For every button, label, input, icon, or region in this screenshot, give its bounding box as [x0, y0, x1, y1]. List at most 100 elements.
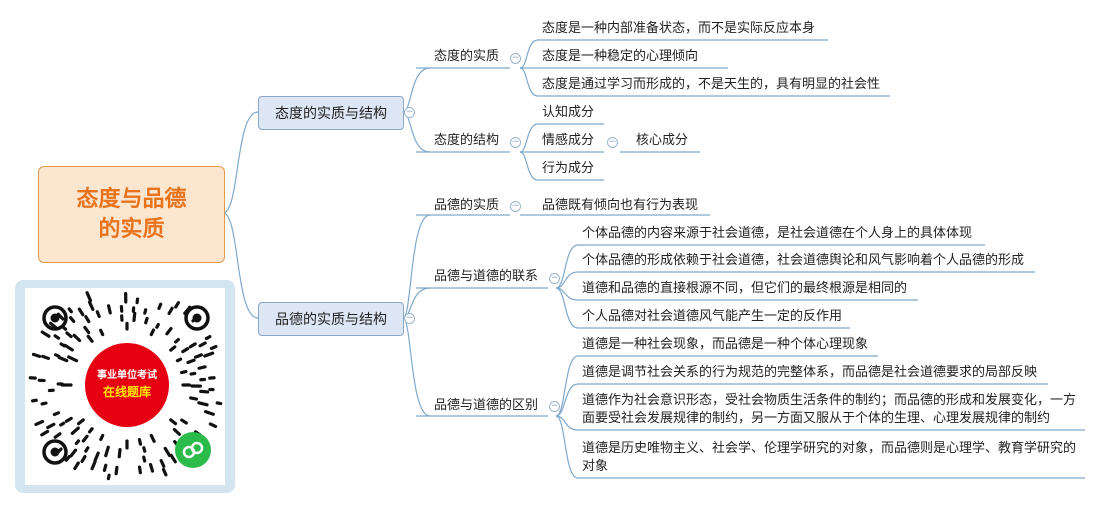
qr-module	[163, 446, 172, 458]
branch-attitude[interactable]: 态度的实质与结构	[258, 96, 404, 130]
qr-module	[149, 328, 156, 337]
qr-module	[144, 316, 149, 325]
qr-module	[180, 418, 188, 425]
leaf-item: 个体品德的形成依赖于社会道德，社会道德舆论和风气影响着个人品德的形成	[582, 253, 1025, 268]
qr-module	[142, 446, 147, 453]
collapse-toggle-icon[interactable]: −	[510, 137, 521, 148]
leaf-item: 行为成分	[542, 161, 595, 176]
collapse-toggle-icon[interactable]: −	[404, 107, 415, 118]
collapse-toggle-icon[interactable]: −	[607, 137, 618, 148]
qr-module	[90, 460, 97, 471]
qr-module	[161, 467, 168, 477]
qr-module	[68, 316, 76, 323]
badge-line1: 事业单位考试	[97, 370, 157, 381]
qr-module	[104, 445, 110, 458]
leaf-item: 道德是一种社会现象，而品德是一种个体心理现象	[582, 337, 869, 352]
qr-module	[77, 307, 85, 317]
qr-module	[99, 328, 105, 337]
leaf-item: 道德是历史唯物主义、社会学、伦理学研究的对象，而品德则是心理学、教育学研究的对象	[582, 441, 1077, 474]
qr-module	[52, 411, 61, 417]
qr-module	[56, 312, 65, 321]
leaf-item: 态度是一种内部准备状态，而不是实际反应本身	[542, 21, 816, 36]
qr-module	[70, 426, 80, 435]
leaf-item: 个人品德对社会道德风气能产生一定的反作用	[582, 309, 843, 324]
collapse-toggle-icon[interactable]: −	[549, 401, 560, 412]
qr-module	[95, 310, 101, 319]
qr-module	[59, 421, 66, 427]
mini-program-icon	[175, 432, 211, 468]
qr-module	[179, 369, 188, 375]
branch-label: 态度的实质与结构	[275, 106, 387, 122]
qr-module	[188, 342, 197, 349]
qr-module	[199, 389, 210, 394]
qr-module	[41, 354, 50, 360]
sub-node-morality-essence[interactable]: 品德的实质	[434, 198, 500, 213]
qr-finder-dot	[50, 313, 60, 323]
leaf-item: 品德既有倾向也有行为表现	[542, 198, 699, 213]
sub-node-morality-difference[interactable]: 品德与道德的区别	[434, 398, 539, 413]
qr-module	[208, 422, 218, 429]
qr-module	[67, 307, 73, 314]
qr-module	[197, 401, 209, 407]
qr-module	[69, 448, 78, 458]
collapse-toggle-icon[interactable]: −	[549, 273, 560, 284]
badge-line2: 在线题库	[102, 385, 151, 399]
qr-module	[174, 301, 181, 309]
qr-module	[88, 427, 94, 434]
qr-module	[137, 437, 143, 446]
qr-finder	[184, 305, 210, 331]
qr-module	[169, 418, 178, 426]
sub-node-attitude-essence[interactable]: 态度的实质	[434, 49, 500, 64]
qr-code: 事业单位考试 在线题库	[25, 288, 225, 485]
branch-morality[interactable]: 品德的实质与结构	[258, 302, 404, 336]
connector-root-branch1	[222, 111, 259, 214]
qr-module	[46, 422, 56, 430]
leaf-item: 态度是一种稳定的心理倾向	[542, 49, 699, 64]
qr-module	[74, 439, 81, 446]
qr-finder-dot	[192, 313, 202, 323]
qr-module	[174, 338, 180, 344]
qr-module	[106, 473, 111, 481]
connector-root-branch2	[222, 212, 259, 319]
leaf-item: 态度是通过学习而形成的，不是天生的，具有明显的社会性	[542, 77, 881, 92]
collapse-toggle-icon[interactable]: −	[510, 53, 521, 64]
qr-code-card[interactable]: 事业单位考试 在线题库	[15, 280, 235, 493]
qr-module	[93, 451, 100, 463]
connector-b2-sub3	[402, 317, 431, 417]
qr-finder	[42, 439, 68, 465]
collapse-toggle-icon[interactable]: −	[510, 201, 521, 212]
qr-badge: 事业单位考试 在线题库	[85, 343, 169, 427]
qr-module	[53, 334, 61, 340]
qr-module	[65, 331, 73, 339]
leaf-item: 道德作为社会意识形态，受社会物质生活条件的制约；而品德的形成和发展变化，一方面要…	[582, 393, 1077, 426]
qr-module	[186, 358, 196, 365]
qr-module	[86, 334, 94, 343]
leaf-item: 道德是调节社会关系的行为规范的完整体系，而品德是社会道德要求的局部反映	[582, 365, 1038, 380]
qr-module	[72, 333, 82, 343]
connector-b2-sub1	[402, 214, 431, 319]
qr-module	[175, 357, 183, 363]
qr-module	[54, 353, 61, 358]
qr-module	[53, 432, 62, 439]
qr-module	[159, 459, 166, 468]
sub-node-morality-link[interactable]: 品德与道德的联系	[434, 269, 539, 284]
sub-node-attitude-structure[interactable]: 态度的结构	[434, 133, 500, 148]
root-title: 态度与品德 的实质	[76, 186, 187, 242]
branch-label: 品德的实质与结构	[275, 312, 387, 328]
qr-module	[157, 302, 163, 310]
root-node[interactable]: 态度与品德 的实质	[38, 166, 225, 263]
qr-module	[40, 429, 50, 437]
qr-finder	[42, 305, 68, 331]
qr-module	[30, 398, 38, 403]
qr-module	[31, 352, 42, 358]
qr-module	[215, 401, 223, 406]
qr-module	[204, 334, 212, 341]
qr-module	[84, 315, 91, 324]
qr-module	[204, 410, 215, 416]
qr-module	[181, 347, 190, 354]
qr-module	[165, 326, 173, 336]
qr-module	[189, 371, 197, 376]
collapse-toggle-icon[interactable]: −	[404, 313, 415, 324]
connector-b1-sub1	[402, 67, 431, 113]
